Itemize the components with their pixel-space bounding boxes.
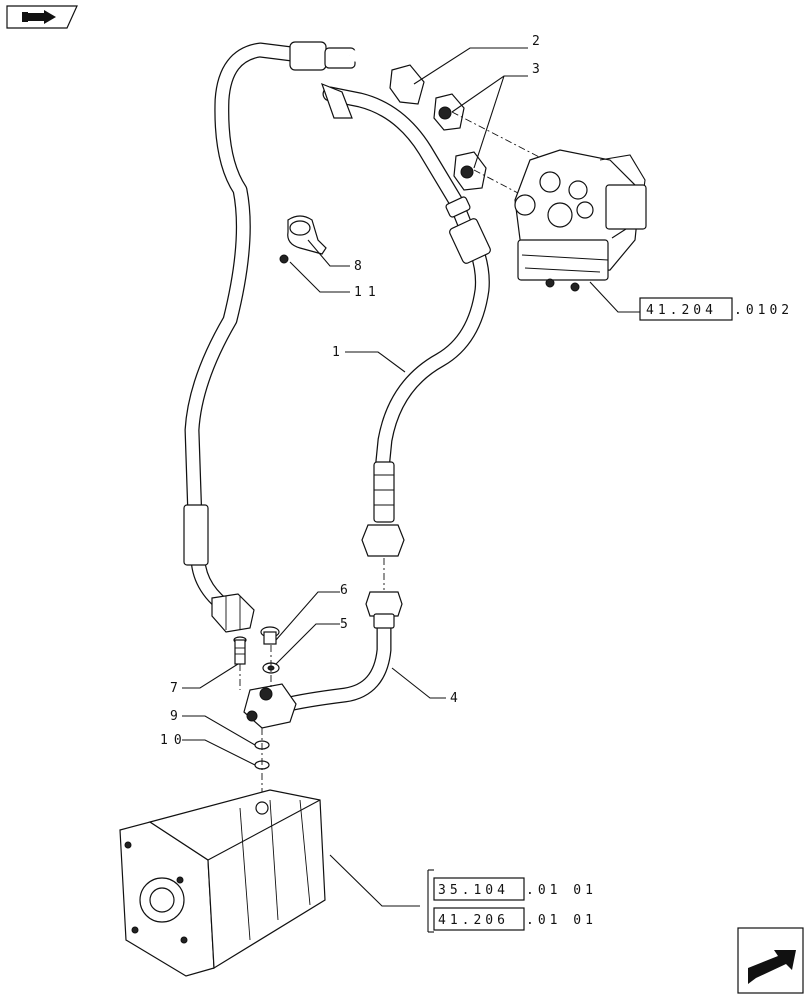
reference-suffix-text: .01 01 [526,913,597,928]
return-arrow-icon[interactable] [6,5,78,29]
reference-suffix-text: .0102 [734,303,793,318]
clamp-8 [287,215,327,255]
reference-suffix-text: .01 01 [526,883,597,898]
callout-4: 4 [450,691,458,706]
callout-9: 9 [170,709,178,724]
callout-3: 3 [532,62,540,77]
next-page-arrow-icon[interactable] [737,927,804,994]
tube-4 [243,591,403,729]
reference-boxed-text: 41.206 [438,913,509,928]
callout-2: 2 [532,34,540,49]
callout-5: 5 [340,617,348,632]
hydraulic-pump [119,789,326,977]
reference-boxed-text: 41.204 [646,303,717,318]
steering-valve [514,149,647,292]
plug-6 [260,626,280,645]
callout-6: 6 [340,583,348,598]
callout-11: 11 [354,285,382,300]
fitting-3a [433,93,465,131]
callout-7: 7 [170,681,178,696]
fitting-3b [453,151,487,191]
callout-8: 8 [354,259,362,274]
hose-long [183,41,425,633]
reference-boxed-text: 35.104 [438,883,509,898]
reference-41-204-0102[interactable]: 41.204 .0102 [639,297,793,321]
callout-10: 10 [160,733,188,748]
hose-1 [320,82,491,557]
nut-11 [279,254,289,264]
callout-1: 1 [332,345,340,360]
reference-35-104-01-01[interactable]: 35.104 .01 01 [433,877,597,901]
reference-41-206-01-01[interactable]: 41.206 .01 01 [433,907,597,931]
bolt-7 [233,636,247,665]
